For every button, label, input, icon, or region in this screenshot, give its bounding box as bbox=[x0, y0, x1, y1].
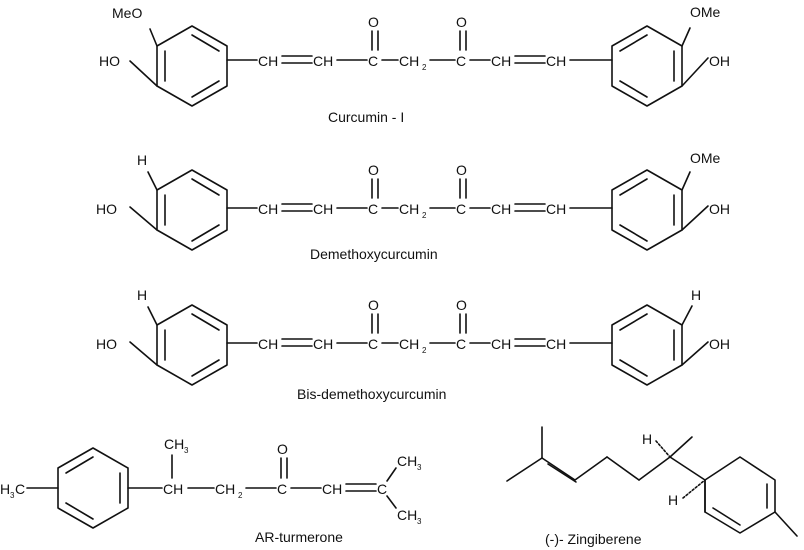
caption-demethoxycurcumin: Demethoxycurcumin bbox=[310, 246, 438, 262]
benzene-ring-right bbox=[611, 169, 683, 251]
methyl-top-subscript: 3 bbox=[417, 463, 422, 472]
chain-ch-4: CH bbox=[546, 53, 566, 69]
stereo-h-top: H bbox=[642, 431, 652, 447]
chain-carbonyl-o-1: O bbox=[368, 297, 379, 313]
chain-ch-2: CH bbox=[313, 53, 333, 69]
chain-ch-3: CH bbox=[491, 336, 511, 352]
benzene-ring-right bbox=[611, 304, 683, 386]
substituent-methoxy-right: OMe bbox=[690, 150, 721, 166]
chain-ch2-subscript: 2 bbox=[422, 63, 427, 72]
carbonyl-o: O bbox=[277, 441, 288, 457]
molecule-zingiberene: H H (-)- Zingiberene bbox=[506, 426, 798, 547]
molecule-bis-demethoxycurcumin: H HO CH CH C O CH 2 C O CH CH H OH Bis-d… bbox=[96, 287, 730, 402]
chain-carbonyl-c-2: C bbox=[456, 336, 466, 352]
chain-ch-1: CH bbox=[258, 53, 278, 69]
benzene-ring-left bbox=[156, 25, 228, 107]
benzene-ring-left bbox=[156, 169, 228, 251]
substituent-hydroxy-left: HO bbox=[96, 336, 117, 352]
chain-ch-2: CH bbox=[313, 336, 333, 352]
caption-zingiberene: (-)- Zingiberene bbox=[545, 531, 642, 547]
chain-ch-1: CH bbox=[258, 336, 278, 352]
chain-carbonyl-c-2: C bbox=[456, 53, 466, 69]
molecule-ar-turmerone: H 3 C CH CH 3 CH 2 C O CH C CH 3 CH 3 AR… bbox=[0, 436, 422, 545]
substituent-h-left: H bbox=[137, 152, 147, 168]
chain-ch2-subscript: 2 bbox=[422, 346, 427, 355]
chain-carbonyl-o-1: O bbox=[368, 14, 379, 30]
methyl-h: H bbox=[0, 481, 10, 497]
ch2-subscript: 2 bbox=[238, 491, 243, 500]
chain-ch2: CH bbox=[399, 201, 419, 217]
chain-carbonyl-c-2: C bbox=[456, 201, 466, 217]
methyl-subscript: 3 bbox=[10, 491, 15, 500]
alkene-c: C bbox=[377, 481, 387, 497]
stereo-h-bottom: H bbox=[668, 492, 678, 508]
substituent-methoxy-right: OMe bbox=[690, 4, 721, 20]
cyclohexadiene-ring bbox=[704, 456, 776, 534]
caption-bis-demethoxycurcumin: Bis-demethoxycurcumin bbox=[297, 386, 446, 402]
carbonyl-c: C bbox=[277, 481, 287, 497]
substituent-hydroxy-right: OH bbox=[709, 201, 730, 217]
substituent-methoxy-left: MeO bbox=[112, 5, 142, 21]
chain-carbonyl-o-2: O bbox=[456, 297, 467, 313]
caption-ar-turmerone: AR-turmerone bbox=[255, 529, 343, 545]
chain-ch2-subscript: 2 bbox=[422, 211, 427, 220]
molecule-demethoxycurcumin: H HO CH CH C O CH 2 C O CH CH OMe OH Dem… bbox=[96, 150, 730, 262]
chain-carbonyl-o-1: O bbox=[368, 162, 379, 178]
substituent-hydroxy-left: HO bbox=[99, 53, 120, 69]
methyl-c: C bbox=[15, 481, 25, 497]
substituent-hydroxy-right: OH bbox=[709, 53, 730, 69]
chain-ch2: CH bbox=[399, 336, 419, 352]
methyl-bottom-subscript: 3 bbox=[417, 517, 422, 526]
chain-carbonyl-o-2: O bbox=[456, 14, 467, 30]
chain-carbonyl-o-2: O bbox=[456, 162, 467, 178]
benzene-ring-right bbox=[611, 25, 683, 107]
chain-ch2: CH bbox=[399, 53, 419, 69]
chain-carbonyl-c-1: C bbox=[368, 336, 378, 352]
branch-methyl: CH bbox=[164, 436, 184, 452]
chain-ch-2: CH bbox=[313, 201, 333, 217]
substituent-h-left: H bbox=[137, 287, 147, 303]
benzene-ring-left bbox=[156, 304, 228, 386]
branch-methyl-subscript: 3 bbox=[184, 446, 189, 455]
chain-carbonyl-c-1: C bbox=[368, 53, 378, 69]
chain-ch-4: CH bbox=[546, 201, 566, 217]
molecule-curcumin: MeO HO CH CH C O CH 2 C O CH CH OMe OH bbox=[99, 4, 730, 125]
substituent-h-right: H bbox=[691, 287, 701, 303]
chain-carbonyl-c-1: C bbox=[368, 201, 378, 217]
chain-ch-3: CH bbox=[491, 53, 511, 69]
methyl-bottom: CH bbox=[397, 507, 417, 523]
chain-ch-4: CH bbox=[546, 336, 566, 352]
chain-ch-3: CH bbox=[491, 201, 511, 217]
methyl-top: CH bbox=[397, 453, 417, 469]
benzene-ring bbox=[57, 447, 129, 529]
caption-curcumin: Curcumin - I bbox=[328, 109, 404, 125]
alkene-ch: CH bbox=[322, 481, 342, 497]
chain-ch-1: CH bbox=[258, 201, 278, 217]
substituent-hydroxy-right: OH bbox=[709, 336, 730, 352]
ch2: CH bbox=[215, 481, 235, 497]
substituent-hydroxy-left: HO bbox=[96, 201, 117, 217]
branch-ch: CH bbox=[163, 481, 183, 497]
